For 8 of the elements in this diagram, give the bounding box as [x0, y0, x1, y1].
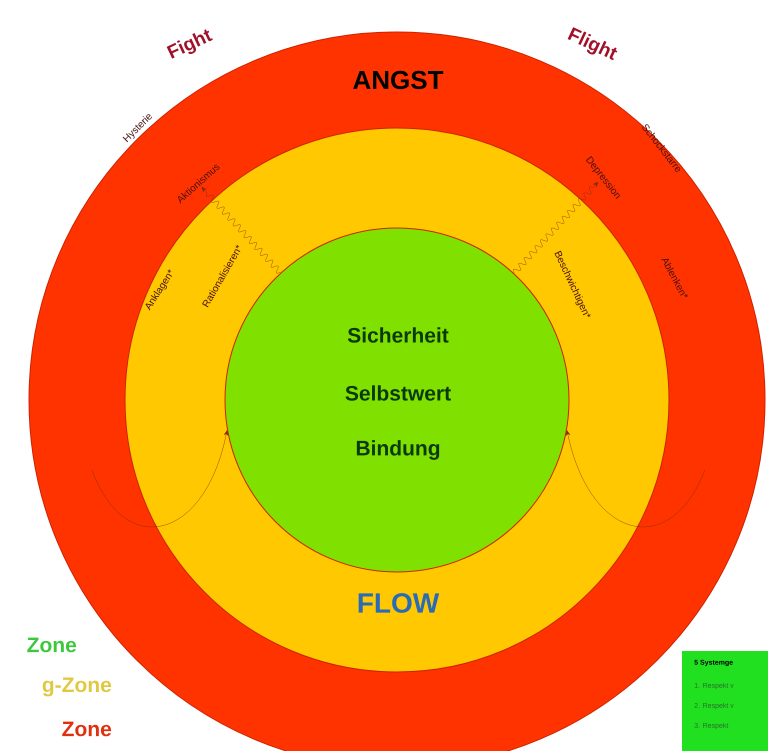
zone-label: Zone — [62, 722, 112, 736]
zone-label: Zone — [27, 638, 76, 652]
side-label: Fight — [166, 29, 213, 59]
arrow — [92, 430, 228, 528]
zone-label: g-Zone — [42, 678, 112, 696]
arrow — [201, 186, 281, 274]
arrow — [513, 182, 598, 274]
arrow — [566, 430, 706, 528]
